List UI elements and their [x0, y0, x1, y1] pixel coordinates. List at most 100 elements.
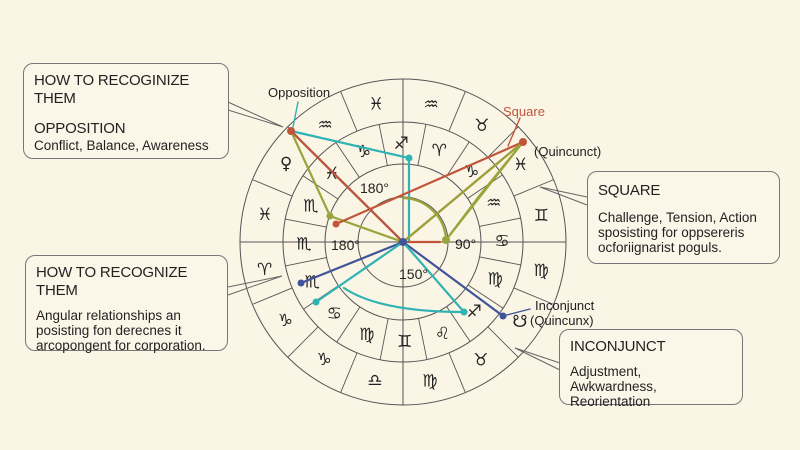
zodiac-glyph-icon: ♌	[435, 324, 450, 344]
planet-dot[interactable]	[332, 220, 340, 228]
zodiac-glyph-icon: ♈	[257, 260, 272, 280]
planet-dot[interactable]	[312, 298, 320, 306]
callout-title: SQUARE	[598, 182, 661, 199]
wheel-divider	[285, 218, 327, 228]
degree-label-180-top: 180°	[360, 180, 389, 196]
planet-dot[interactable]	[519, 138, 527, 146]
zodiac-glyph-icon: ♉	[474, 116, 489, 136]
wheel-center	[399, 238, 407, 246]
callout-text-line: arcopongent for corporation.	[36, 338, 206, 353]
planet-dot[interactable]	[405, 154, 413, 162]
wheel-divider	[513, 179, 554, 197]
wheel-divider	[287, 326, 319, 358]
zodiac-glyph-icon: ♓	[513, 155, 528, 175]
inconjunct-line-1	[299, 240, 405, 285]
quincunx-arc	[342, 286, 466, 314]
wheel-divider	[340, 91, 358, 132]
zodiac-glyph-icon: ♎	[367, 371, 382, 391]
opposition-label: Opposition	[268, 85, 331, 100]
planet-dot[interactable]	[326, 212, 334, 220]
zodiac-glyph-icon: ♏	[296, 235, 311, 255]
trine-line-right-3	[444, 140, 525, 242]
callout-text-line: Adjustment,	[570, 364, 642, 379]
opposition-arrow	[292, 101, 299, 128]
quincunx-label: (Quincunx)	[530, 313, 594, 328]
callout-heading: HOW TO RECOGINIZE THEM	[34, 72, 190, 107]
callout-heading: HOW TO RECOGNIZE THEM	[36, 264, 188, 299]
wheel-divider	[252, 179, 293, 197]
callout-title: OPPOSITION	[34, 120, 126, 137]
zodiac-glyph-icon: ♉	[473, 351, 488, 371]
square-callout: SQUARE Challenge, Tension, Action sposis…	[587, 171, 780, 264]
square-arc	[401, 196, 448, 242]
zodiac-glyph-icon: ♋	[494, 231, 509, 251]
wheel-divider	[417, 124, 427, 166]
zodiac-glyph-icon: ♓	[324, 164, 339, 184]
degree-label-180: 180°	[331, 237, 360, 253]
square-label: Square	[503, 104, 545, 119]
wheel-divider	[487, 126, 519, 158]
inconjunct-line-2	[401, 240, 505, 318]
callout-text-line: sposisting for oppsereris	[598, 225, 745, 240]
wheel-divider	[479, 217, 521, 227]
callout-pointer-recognize	[227, 275, 283, 296]
wheel-divider	[487, 326, 519, 358]
planet-dot[interactable]	[287, 127, 295, 135]
zodiac-glyph-icon: ♐	[467, 302, 482, 322]
square-line-2	[334, 140, 525, 226]
zodiac-glyph-icon: ♒	[318, 115, 333, 135]
zodiac-glyph-icon: ♊	[397, 332, 412, 352]
callout-text-line: Angular relationships an	[36, 308, 181, 323]
zodiac-glyph-icon: ♀	[280, 154, 292, 174]
wheel-divider	[335, 142, 360, 178]
wheel-divider	[479, 256, 521, 266]
wheel-divider	[467, 284, 504, 309]
planet-dot[interactable]	[460, 308, 468, 316]
zodiac-glyph-icon: ♑	[317, 350, 332, 370]
quincunx-line-1	[314, 240, 405, 304]
planet-dot[interactable]	[499, 312, 507, 320]
square-arrow	[507, 117, 521, 147]
callout-text-line: ocforiignarist poguls.	[598, 240, 722, 255]
zodiac-glyph-icon: ♋	[327, 304, 342, 324]
inconjunct-label: Inconjunct	[535, 298, 595, 313]
wheel-divider	[252, 287, 293, 305]
zodiac-glyph-icon: ♐	[394, 134, 409, 154]
planet-dot[interactable]	[442, 236, 450, 244]
zodiac-glyph-icon: ♒	[486, 194, 501, 214]
trine-line-right	[401, 140, 525, 244]
wheel-divider	[418, 318, 428, 360]
quincunct-label: (Quincunct)	[534, 144, 602, 159]
wheel-divider	[513, 287, 554, 305]
quincunx-line-2	[401, 240, 466, 314]
callout-pointer-square	[539, 186, 588, 206]
recognize-callout: HOW TO RECOGNIZE THEM Angular relationsh…	[25, 255, 228, 353]
wheel-divider	[336, 306, 361, 343]
planet-dot[interactable]	[297, 279, 305, 287]
wheel-divider	[302, 175, 339, 200]
zodiac-glyph-icon: ♊	[534, 206, 549, 226]
zodiac-glyph-icon: ♓	[257, 205, 272, 225]
callout-text: Conflict, Balance, Awareness	[34, 138, 209, 153]
zodiac-glyph-icon: ♑	[278, 311, 293, 331]
square-line-1	[289, 129, 405, 244]
callout-text-line: posisting fon derecnes it	[36, 323, 182, 338]
callout-title: INCONJUNCT	[570, 338, 666, 355]
zodiac-glyph-icon: ♍	[422, 371, 437, 391]
inconjunct-pointer	[502, 308, 531, 317]
zodiac-glyph-icon: ♍	[359, 325, 374, 345]
zodiac-glyph-icon: ♒	[423, 95, 438, 115]
zodiac-glyph-icon: ☋	[512, 312, 527, 332]
zodiac-glyph-icon: ♑	[356, 142, 371, 162]
wheel-divider	[379, 318, 389, 360]
degree-label-90: 90°	[455, 236, 477, 252]
zodiac-glyph-icon: ♍	[534, 261, 549, 281]
inconjunct-callout: INCONJUNCT Adjustment, Awkwardness, Reor…	[559, 329, 743, 409]
degree-label-150: 150°	[399, 266, 428, 282]
zodiac-glyph-icon: ♏	[303, 197, 318, 217]
zodiac-glyph-icon: ♍	[487, 269, 502, 289]
opposition-callout: HOW TO RECOGINIZE THEM OPPOSITION Confli…	[23, 63, 229, 159]
wheel-divider	[467, 174, 503, 199]
callout-pointer-opposition	[227, 101, 284, 128]
